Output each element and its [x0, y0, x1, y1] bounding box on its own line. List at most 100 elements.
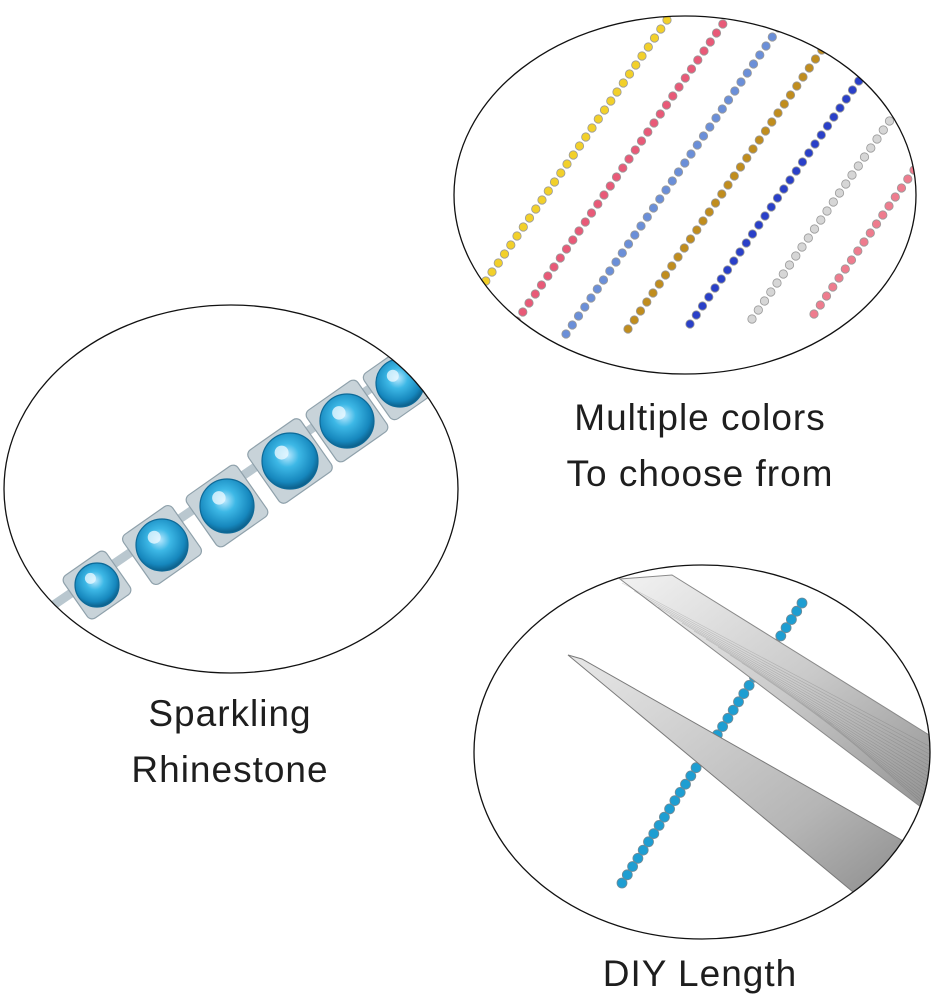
chain-bead [506, 326, 514, 334]
chain-bead [811, 55, 819, 63]
chain-bead [557, 169, 565, 177]
chain-bead [698, 302, 706, 310]
chain-bead [755, 221, 763, 229]
chain-bead [830, 113, 838, 121]
chain-bead [600, 191, 608, 199]
chain-bead [687, 65, 695, 73]
chain-bead [885, 202, 893, 210]
chain-bead [587, 294, 595, 302]
chain-bead [556, 254, 564, 262]
stone-highlight [212, 491, 226, 505]
chain-bead [538, 196, 546, 204]
chain-bead [910, 81, 918, 89]
stone-highlight [148, 531, 161, 544]
chain-bead [872, 305, 880, 313]
chain-bead [718, 190, 726, 198]
scissors-cutting-image [472, 563, 932, 941]
chain-bead [638, 52, 646, 60]
chain-bead [748, 315, 756, 323]
chain-bead [885, 117, 893, 125]
chain-bead [730, 172, 738, 180]
chain-bead [699, 217, 707, 225]
chain-bead [811, 140, 819, 148]
chain-bead [525, 299, 533, 307]
chain-bead [712, 29, 720, 37]
chain-bead [892, 108, 900, 116]
chain-bead [681, 74, 689, 82]
chain-bead [619, 164, 627, 172]
chain-bead [731, 87, 739, 95]
chain-bead [500, 335, 508, 343]
rhinestone [320, 394, 374, 448]
chain-bead [792, 167, 800, 175]
chain-bead [756, 51, 764, 59]
chain-bead [755, 136, 763, 144]
chain-bead [829, 283, 837, 291]
chain-bead [693, 141, 701, 149]
chain-bead [668, 262, 676, 270]
chain-bead [904, 175, 912, 183]
chain-bead [594, 200, 602, 208]
chain-bead [574, 312, 582, 320]
chain-bead [599, 276, 607, 284]
chain-bead [650, 34, 658, 42]
chain-bead [706, 38, 714, 46]
chain-bead [724, 181, 732, 189]
chain-bead [903, 260, 911, 268]
chain-bead [705, 293, 713, 301]
chain-bead [618, 249, 626, 257]
chain-bead [643, 298, 651, 306]
chain-bead [805, 64, 813, 72]
chain-bead [748, 230, 756, 238]
chain-bead [841, 265, 849, 273]
chain-bead [705, 208, 713, 216]
chain-bead [575, 227, 583, 235]
chain-bead [562, 330, 570, 338]
chain-bead [661, 271, 669, 279]
chain-bead [749, 145, 757, 153]
chain-bead [810, 310, 818, 318]
chain-bead [706, 123, 714, 131]
chain-bead [761, 127, 769, 135]
chain-bead [537, 281, 545, 289]
chain-bead [668, 177, 676, 185]
chain-bead [736, 248, 744, 256]
chain-bead [712, 114, 720, 122]
chain-bead [847, 256, 855, 264]
chain-bead [817, 131, 825, 139]
stone-highlight [332, 406, 346, 420]
chain-bead [607, 97, 615, 105]
chain-bead [532, 205, 540, 213]
colors-caption: Multiple colors To choose from [530, 390, 870, 502]
chain-bead [669, 92, 677, 100]
stone-highlight [387, 370, 399, 382]
rhinestone-closeup-image [2, 303, 462, 675]
chain-bead [823, 122, 831, 130]
chain-bead [475, 286, 483, 294]
chain-bead [587, 209, 595, 217]
chain-bead [817, 216, 825, 224]
chain-bead [562, 245, 570, 253]
chain-bead [612, 173, 620, 181]
chain-bead [810, 225, 818, 233]
chain-bead [855, 77, 863, 85]
chain-bead [463, 304, 471, 312]
chain-bead [879, 211, 887, 219]
chain-bead [711, 284, 719, 292]
chain-bead [494, 259, 502, 267]
chain-bead [581, 218, 589, 226]
stone-highlight [85, 573, 96, 584]
chain-bead [550, 263, 558, 271]
chain-bead [793, 82, 801, 90]
colors-caption-line2: To choose from [530, 446, 870, 502]
chain-bead [719, 20, 727, 28]
chain-bead [768, 33, 776, 41]
chain-bead [848, 86, 856, 94]
chain-bead [842, 180, 850, 188]
chain-bead [873, 50, 881, 58]
chain-bead [544, 272, 552, 280]
chain-bead [780, 100, 788, 108]
chain-bead [749, 60, 757, 68]
chain-bead [680, 244, 688, 252]
chain-bead [762, 42, 770, 50]
